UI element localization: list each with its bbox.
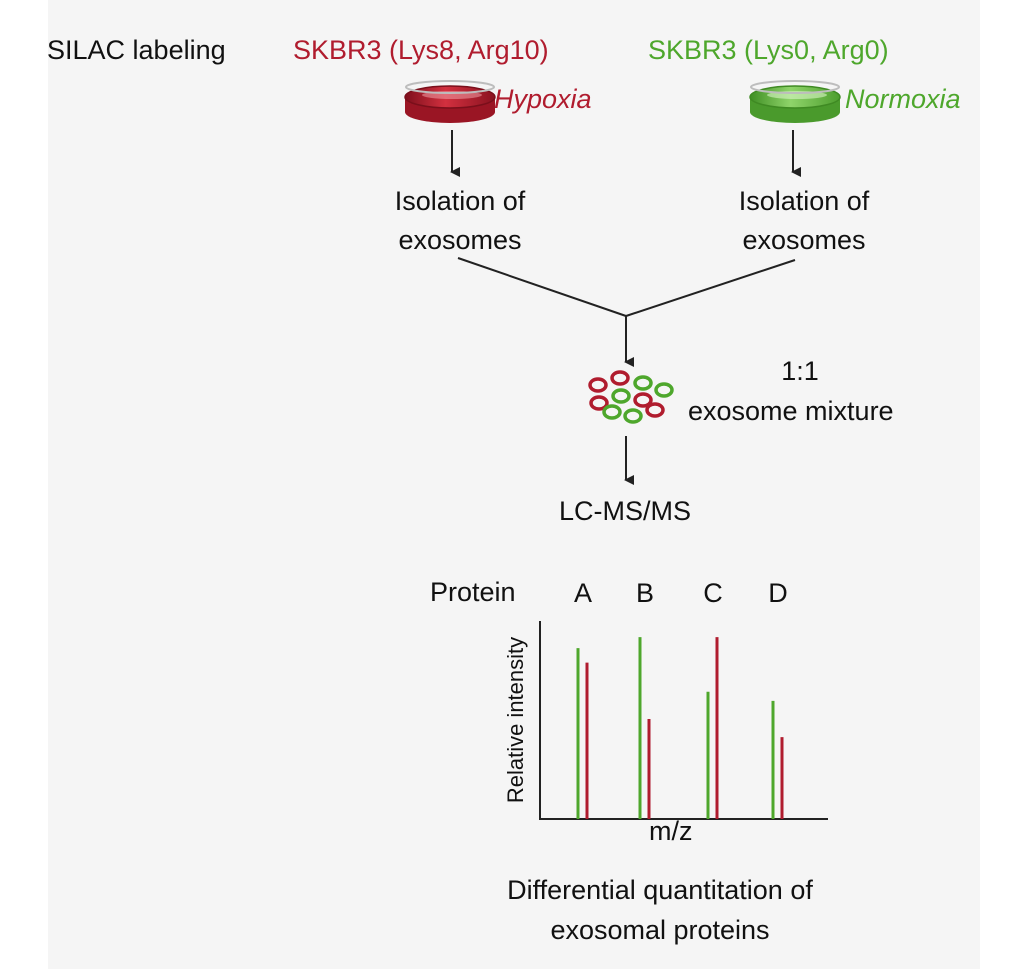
protein-category-labels: A B C D — [574, 578, 788, 608]
figure-canvas — [48, 0, 980, 969]
silac-labeling-label: SILAC labeling — [47, 35, 226, 65]
hypoxia-dish-icon — [404, 80, 496, 123]
merge-line-right — [625, 259, 796, 317]
caption-line1: Differential quantitation of — [507, 875, 813, 905]
protein-label-a: A — [574, 578, 592, 608]
protein-label-c: C — [703, 578, 723, 608]
hypoxia-condition-label: Hypoxia — [494, 84, 592, 114]
normoxia-condition-label: Normoxia — [845, 84, 961, 114]
mixture-ratio: 1:1 — [781, 356, 819, 386]
exosome-mixture-icon — [588, 370, 674, 424]
protein-label-d: D — [768, 578, 788, 608]
mixture-label: exosome mixture — [688, 396, 894, 426]
spectrum-axes — [539, 621, 828, 820]
caption-line2: exosomal proteins — [550, 915, 770, 945]
x-axis-label: m/z — [649, 816, 693, 846]
isolation-right-line2: exosomes — [742, 225, 866, 255]
isolation-left-line1: Isolation of — [394, 186, 526, 216]
normoxia-dish-icon — [749, 80, 841, 123]
protein-label: Protein — [430, 577, 516, 607]
protein-label-b: B — [636, 578, 654, 608]
light-sample-label: SKBR3 (Lys0, Arg0) — [648, 35, 889, 65]
isolation-right-line1: Isolation of — [738, 186, 870, 216]
spectrum-bars — [576, 637, 784, 819]
heavy-sample-label: SKBR3 (Lys8, Arg10) — [293, 35, 549, 65]
lcms-label: LC-MS/MS — [558, 496, 691, 526]
merge-line-left — [457, 257, 627, 317]
isolation-left-line2: exosomes — [398, 225, 522, 255]
y-axis-label: Relative intensity — [503, 637, 528, 803]
